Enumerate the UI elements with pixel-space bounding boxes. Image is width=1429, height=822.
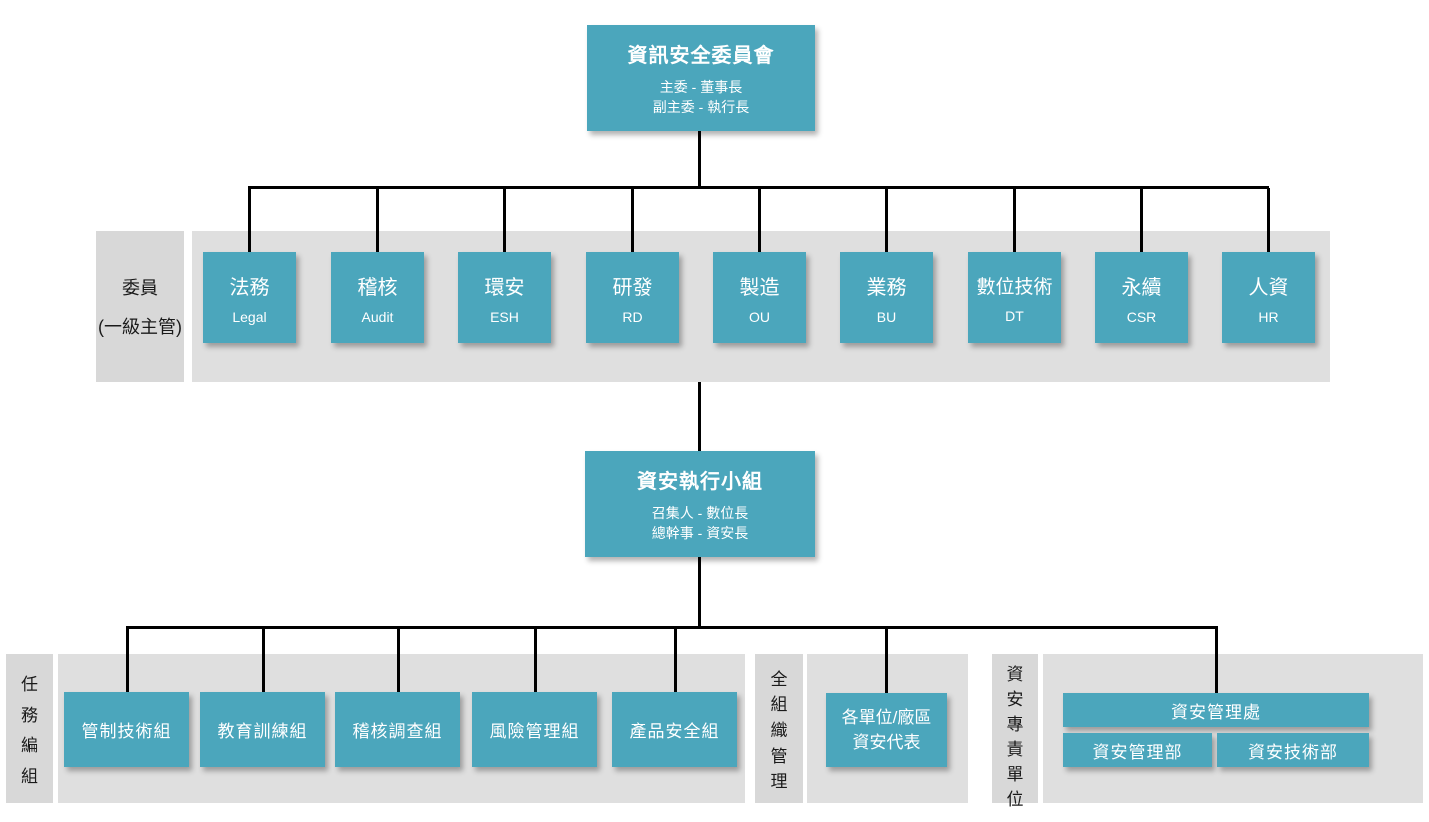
connector-drop-org-wide xyxy=(885,629,888,693)
member-name: 研發 xyxy=(612,276,653,299)
member-node-legal: 法務 Legal xyxy=(203,252,296,343)
connector-drop-task5 xyxy=(674,629,677,692)
task-section-label: 任務編組 xyxy=(6,654,53,803)
member-name: 環安 xyxy=(484,276,525,299)
connector-committee-stub xyxy=(698,131,701,189)
connector-drop-task2 xyxy=(262,629,265,692)
members-row-label-line1: 委員 xyxy=(122,278,158,298)
connector-drop-esh xyxy=(503,188,506,252)
task-node-label: 教育訓練組 xyxy=(217,722,308,741)
member-node-dt: 數位技術 DT xyxy=(968,252,1061,343)
security-tech-dept-label: 資安技術部 xyxy=(1248,742,1338,762)
committee-vice-chair: 副主委 - 執行長 xyxy=(652,99,750,115)
security-office-label: 資安管理處 xyxy=(1171,702,1261,722)
member-abbr: HR xyxy=(1258,308,1279,325)
committee-node: 資訊安全委員會 主委 - 董事長 副主委 - 執行長 xyxy=(587,25,815,131)
org-wide-rep-node: 各單位/廠區 資安代表 xyxy=(826,693,947,767)
member-abbr: RD xyxy=(622,308,643,325)
task-node-label: 管制技術組 xyxy=(81,722,172,741)
member-node-rd: 研發 RD xyxy=(586,252,679,343)
security-office-node: 資安管理處 xyxy=(1063,693,1369,727)
exec-team-secretary: 總幹事 - 資安長 xyxy=(651,525,749,541)
task-node-training: 教育訓練組 xyxy=(200,692,325,767)
task-node-label: 產品安全組 xyxy=(629,722,720,741)
member-name: 數位技術 xyxy=(976,276,1053,298)
org-wide-section-label: 全組織管理 xyxy=(755,654,803,803)
member-node-csr: 永續 CSR xyxy=(1095,252,1188,343)
task-node-product-security: 產品安全組 xyxy=(612,692,737,767)
security-tech-dept-node: 資安技術部 xyxy=(1217,733,1369,767)
member-abbr: OU xyxy=(749,308,770,325)
connector-drop-rd xyxy=(631,188,634,252)
member-abbr: CSR xyxy=(1126,308,1157,325)
task-node-control-tech: 管制技術組 xyxy=(64,692,189,767)
member-name: 業務 xyxy=(866,276,907,299)
member-name: 稽核 xyxy=(357,276,398,299)
connector-band-to-exec xyxy=(698,382,701,451)
connector-drop-csr xyxy=(1140,188,1143,252)
connector-drop-task3 xyxy=(397,629,400,692)
connector-drop-hr xyxy=(1267,188,1270,252)
member-abbr: Audit xyxy=(361,308,394,325)
member-node-audit: 稽核 Audit xyxy=(331,252,424,343)
connector-drop-dt xyxy=(1013,188,1016,252)
connector-members-rail xyxy=(248,186,1269,189)
connector-bottom-rail xyxy=(126,626,1218,629)
connector-drop-task4 xyxy=(534,629,537,692)
member-node-esh: 環安 ESH xyxy=(458,252,551,343)
members-row-label: 委員 (一級主管) xyxy=(96,231,184,382)
committee-title: 資訊安全委員會 xyxy=(627,44,775,67)
dedicated-section-band xyxy=(1043,654,1423,803)
connector-drop-task1 xyxy=(126,629,129,692)
member-name: 永續 xyxy=(1121,276,1162,299)
members-row-label-line2: (一級主管) xyxy=(98,317,182,337)
security-mgmt-dept-node: 資安管理部 xyxy=(1063,733,1212,767)
org-wide-rep-line1: 各單位/廠區 xyxy=(841,707,932,727)
task-node-label: 風險管理組 xyxy=(489,722,580,741)
member-node-bu: 業務 BU xyxy=(840,252,933,343)
exec-team-title: 資安執行小組 xyxy=(637,470,763,493)
connector-drop-ou xyxy=(758,188,761,252)
committee-chair: 主委 - 董事長 xyxy=(659,78,743,95)
exec-team-node: 資安執行小組 召集人 - 數位長 總幹事 - 資安長 xyxy=(585,451,815,557)
member-abbr: BU xyxy=(876,308,897,325)
member-name: 製造 xyxy=(739,276,780,299)
member-abbr: ESH xyxy=(490,308,519,325)
member-node-ou: 製造 OU xyxy=(713,252,806,343)
dedicated-section-label: 資安專責單位 xyxy=(992,654,1038,809)
member-node-hr: 人資 HR xyxy=(1222,252,1315,343)
org-wide-rep-line2: 資安代表 xyxy=(852,733,921,752)
exec-team-convener: 召集人 - 數位長 xyxy=(651,504,749,521)
member-abbr: Legal xyxy=(232,308,267,325)
security-mgmt-dept-label: 資安管理部 xyxy=(1092,742,1183,762)
member-name: 人資 xyxy=(1248,276,1289,299)
member-abbr: DT xyxy=(1005,307,1024,324)
task-node-label: 稽核調查組 xyxy=(352,722,443,741)
connector-drop-audit xyxy=(376,188,379,252)
connector-drop-dedicated xyxy=(1215,629,1218,693)
connector-exec-stub xyxy=(698,557,701,629)
connector-drop-bu xyxy=(885,188,888,252)
task-node-risk-mgmt: 風險管理組 xyxy=(472,692,597,767)
member-name: 法務 xyxy=(229,276,270,299)
task-node-audit-investigation: 稽核調查組 xyxy=(335,692,460,767)
connector-drop-legal xyxy=(248,188,251,252)
